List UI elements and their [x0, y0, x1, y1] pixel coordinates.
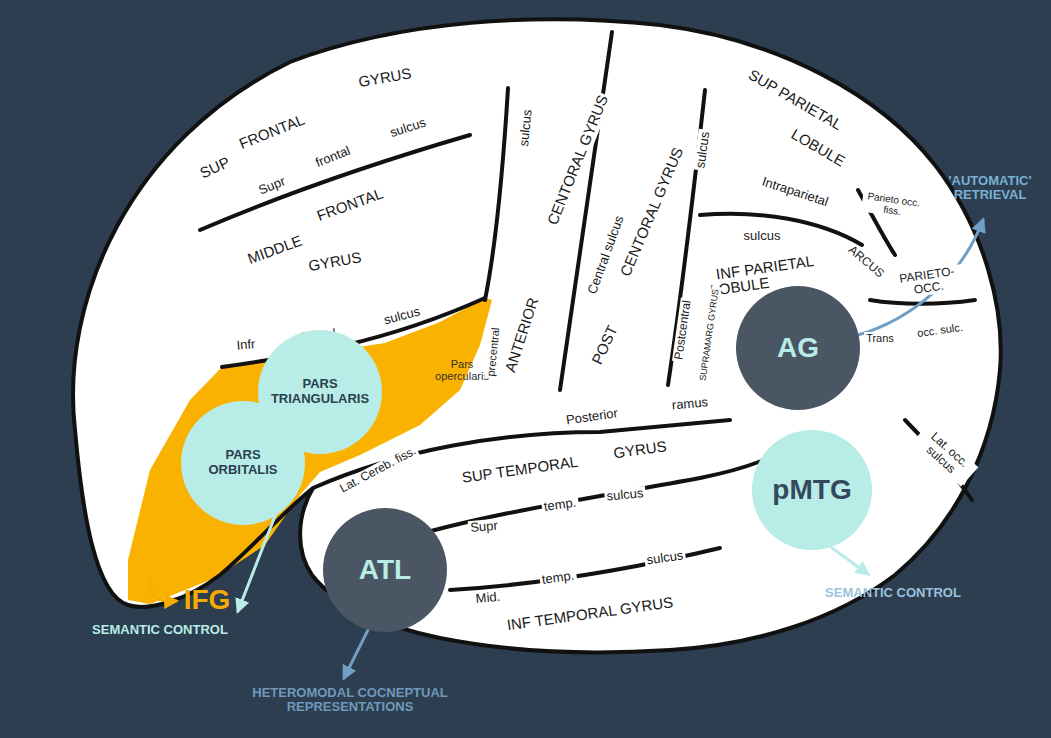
sulcus-label: Supr — [468, 519, 501, 536]
region-name: PARS TRIANGULARIS — [263, 377, 377, 407]
region-name: pMTG — [772, 474, 851, 506]
sulcus-label: sulcus — [742, 229, 783, 243]
region-name: ATL — [359, 554, 411, 586]
region-name: IFG — [184, 585, 231, 616]
region-circle: ATL — [323, 508, 447, 632]
region-circle: pMTG — [752, 430, 872, 550]
sulcus-label: Mid. — [473, 590, 503, 607]
function-label: HETEROMODAL COCNEPTUAL REPRESENTATIONS — [205, 686, 495, 715]
function-label: 'AUTOMATIC' RETRIEVAL — [940, 174, 1040, 203]
function-label: SEMANTIC CONTROL — [92, 623, 228, 637]
sulcus-label: Trans — [864, 332, 896, 344]
region-circle: PARS ORBITALIS — [181, 401, 305, 525]
region-circle: AG — [736, 286, 860, 410]
region-name: AG — [777, 332, 819, 364]
region-name: PARS ORBITALIS — [193, 448, 293, 478]
function-label: SEMANTIC CONTROL — [825, 586, 961, 600]
sulcus-label: Infr — [234, 337, 258, 353]
